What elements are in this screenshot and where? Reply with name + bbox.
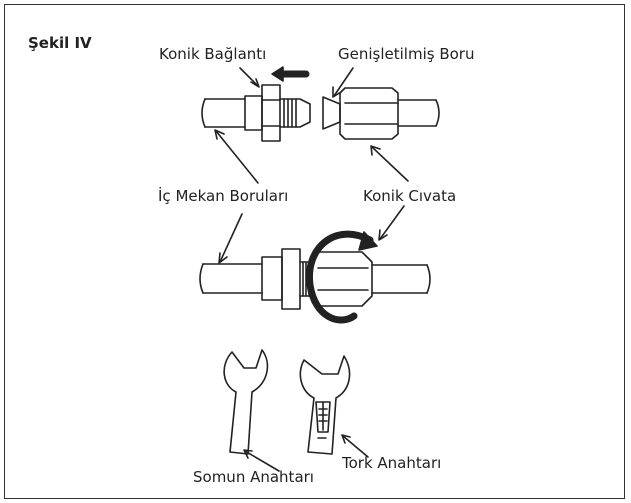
leader-flare-fitting — [239, 67, 260, 88]
flare-fitting-mid — [261, 248, 313, 310]
leader-indoor-pipe-top — [214, 129, 259, 184]
flare-nut-mid — [311, 251, 373, 307]
flared-pipe-end — [322, 96, 341, 130]
torque-wrench-icon — [299, 355, 351, 455]
label-spanner: Somun Anahtarı — [193, 468, 314, 486]
leader-indoor-pipe-mid — [218, 213, 243, 264]
leader-flare-nut-mid — [378, 205, 405, 241]
label-flare-fitting: Konik Bağlantı — [159, 45, 267, 63]
pipe-left-mid — [199, 263, 263, 294]
leader-spanner — [243, 449, 280, 472]
rotation-arrow-icon — [305, 230, 378, 324]
label-torque-wrench: Tork Anahtarı — [342, 454, 442, 472]
label-indoor-pipes: İç Mekan Boruları — [158, 187, 289, 205]
pipe-left-top — [201, 98, 246, 128]
label-flare-nut: Konik Cıvata — [363, 187, 457, 205]
label-flared-pipe: Genişletilmiş Boru — [338, 45, 475, 63]
flare-nut-top — [339, 87, 399, 140]
arrow-icon — [271, 66, 310, 82]
pipe-right-top — [397, 99, 440, 127]
spanner-icon — [223, 349, 269, 455]
pipe-right-mid — [371, 264, 431, 294]
figure-title: Şekil IV — [28, 34, 92, 52]
leader-flare-nut-top — [370, 145, 409, 182]
flare-fitting-body — [244, 84, 311, 142]
leader-flared-pipe — [332, 67, 354, 98]
leader-torque-wrench — [341, 434, 369, 458]
